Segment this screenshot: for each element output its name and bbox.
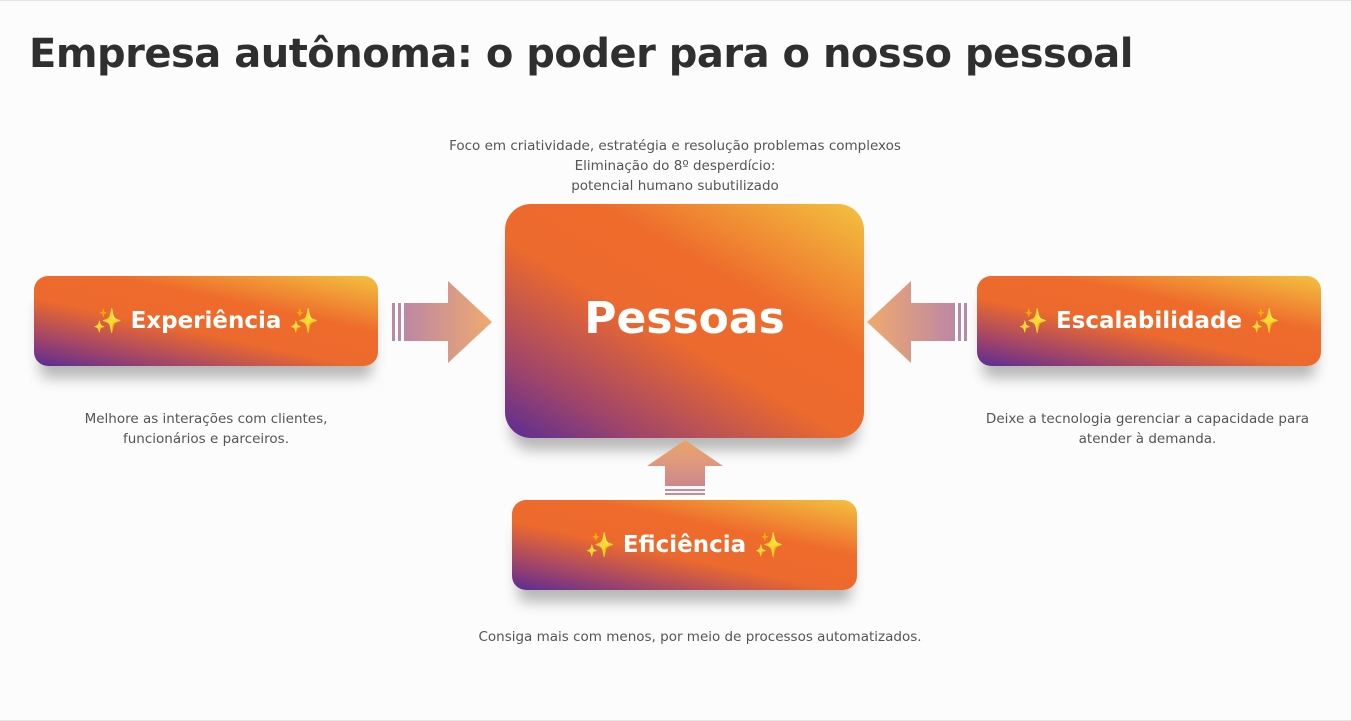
caption-line: funcionários e parceiros. <box>122 431 290 447</box>
center-caption: Foco em criatividade, estratégia e resol… <box>375 136 975 196</box>
caption-line: Consiga mais com menos, por meio de proc… <box>478 629 922 645</box>
arrow-left-icon <box>867 281 967 363</box>
escalabilidade-label: Escalabilidade <box>1055 308 1243 334</box>
escalabilidade-caption: Deixe a tecnologia gerenciar a capacidad… <box>960 409 1335 449</box>
caption-line: atender à demanda. <box>1078 431 1217 447</box>
caption-line: Deixe a tecnologia gerenciar a capacidad… <box>985 411 1310 427</box>
experiencia-box: ✨ Experiência ✨ <box>34 276 378 366</box>
slide-title: Empresa autônoma: o poder para o nosso p… <box>29 31 1134 77</box>
caption-line: Eliminação do 8º desperdício: <box>574 158 776 174</box>
eficiencia-box: ✨ Eficiência ✨ <box>512 500 857 590</box>
sparkle-icon: ✨ <box>289 307 320 335</box>
escalabilidade-box: ✨ Escalabilidade ✨ <box>977 276 1321 366</box>
arrow-up-icon <box>647 440 723 495</box>
experiencia-caption: Melhore as interações com clientes, func… <box>34 409 378 449</box>
eficiencia-label: Eficiência <box>622 532 747 558</box>
arrow-right-icon <box>392 281 492 363</box>
sparkle-icon: ✨ <box>1018 307 1048 335</box>
sparkle-icon: ✨ <box>92 307 123 335</box>
pessoas-label: Pessoas <box>584 292 785 344</box>
experiencia-label: Experiência <box>130 308 282 334</box>
caption-line: potencial humano subutilizado <box>571 178 779 194</box>
pessoas-box: Pessoas <box>505 204 864 438</box>
sparkle-icon: ✨ <box>584 531 615 559</box>
caption-line: Foco em criatividade, estratégia e resol… <box>449 138 901 154</box>
sparkle-icon: ✨ <box>754 531 785 559</box>
eficiencia-caption: Consiga mais com menos, por meio de proc… <box>400 627 1000 647</box>
sparkle-icon: ✨ <box>1250 307 1280 335</box>
caption-line: Melhore as interações com clientes, <box>84 411 328 427</box>
